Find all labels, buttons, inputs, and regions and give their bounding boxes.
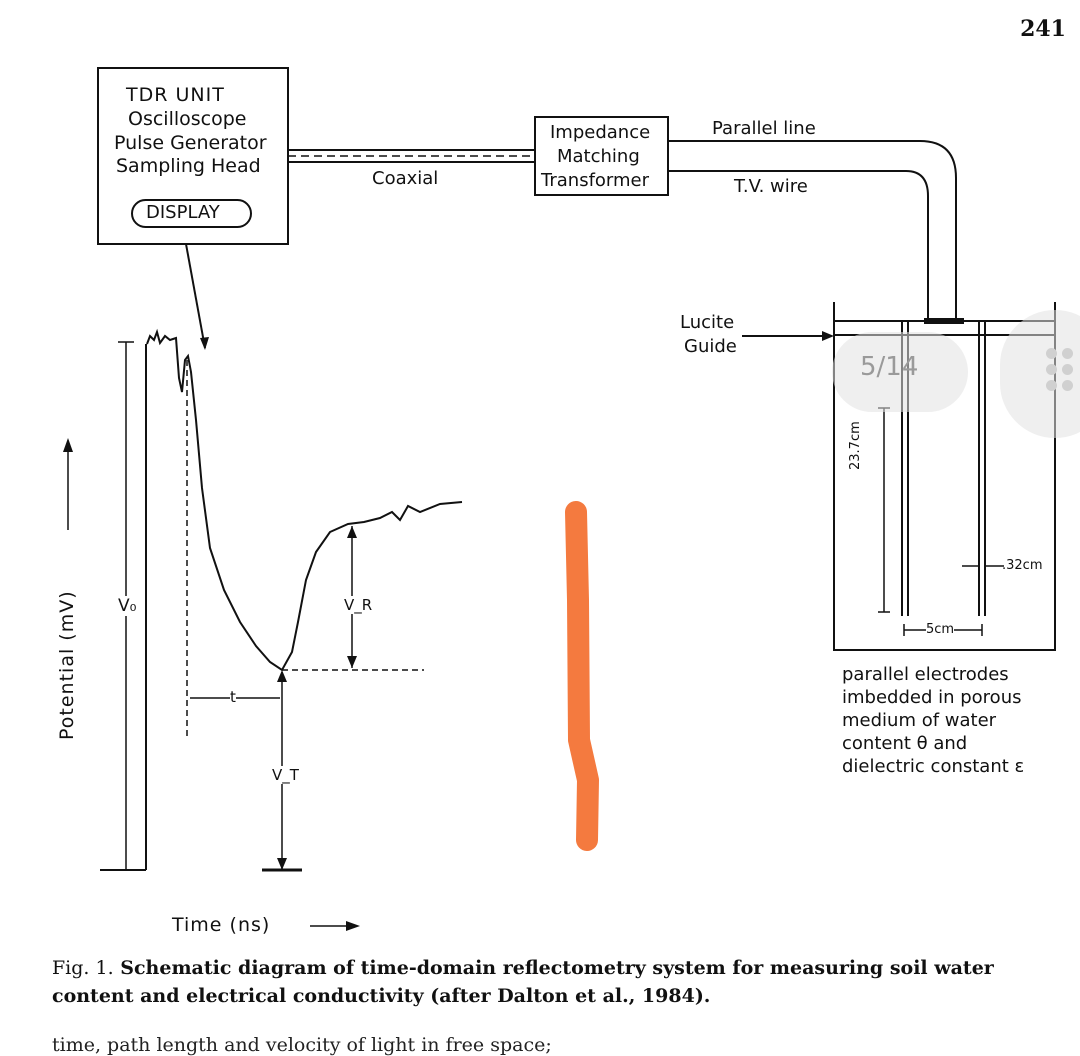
more-options-dot xyxy=(1062,380,1073,391)
container-outline xyxy=(833,302,1056,651)
tdr-unit-sampling-head: Sampling Head xyxy=(116,155,261,177)
vt-label: V_T xyxy=(272,766,299,784)
figure-caption: Fig. 1. Schematic diagram of time-domain… xyxy=(52,954,1072,1010)
parallel-line-inner xyxy=(668,170,929,322)
tdr-unit-pulse-generator: Pulse Generator xyxy=(114,132,267,154)
more-options-button[interactable] xyxy=(1000,310,1080,438)
tdr-waveform xyxy=(146,328,463,672)
v0-label: V₀ xyxy=(118,596,137,616)
more-options-dot xyxy=(1046,380,1057,391)
figure-caption-text: Schematic diagram of time-domain reflect… xyxy=(52,957,994,1007)
medium-line-5: dielectric constant ε xyxy=(842,756,1025,777)
figure-caption-label: Fig. 1. xyxy=(52,957,114,979)
electrode-length-label: 23.7cm xyxy=(848,421,863,470)
electrode-diameter-label: .32cm xyxy=(1002,558,1043,573)
medium-line-1: parallel electrodes xyxy=(842,664,1009,685)
transformer-box xyxy=(534,116,669,196)
transformer-label-3: Transformer xyxy=(541,170,650,191)
page-indicator-badge[interactable] xyxy=(832,332,968,412)
display-pointer xyxy=(185,243,206,349)
guide-label: Guide xyxy=(684,336,737,357)
body-text-partial: time, path length and velocity of light … xyxy=(52,1034,552,1056)
tdr-unit-oscilloscope: Oscilloscope xyxy=(128,108,247,130)
more-options-icon xyxy=(1046,348,1057,359)
lucite-label: Lucite xyxy=(680,312,735,333)
more-options-dot xyxy=(1046,364,1057,375)
transformer-label-2: Matching xyxy=(557,146,640,167)
highlight-annotation-stroke xyxy=(565,501,599,851)
parallel-line-outer xyxy=(668,140,957,322)
parallel-line-label: Parallel line xyxy=(712,118,816,139)
page-number: 241 xyxy=(1020,16,1066,42)
page-indicator-text: 5/14 xyxy=(860,352,919,382)
display-badge xyxy=(131,199,252,228)
medium-line-2: imbedded in porous xyxy=(842,687,1022,708)
tv-wire-label: T.V. wire xyxy=(734,176,808,197)
medium-line-4: content θ and xyxy=(842,733,968,754)
coaxial-label: Coaxial xyxy=(372,168,439,189)
y-axis-label: Potential (mV) xyxy=(56,590,78,740)
vr-label: V_R xyxy=(344,596,373,614)
x-axis-label: Time (ns) xyxy=(172,914,271,936)
t-label: t xyxy=(230,688,236,706)
electrode-gap-label: 5cm xyxy=(926,622,955,637)
medium-line-3: medium of water xyxy=(842,710,997,731)
transformer-label-1: Impedance xyxy=(550,122,651,143)
more-options-dot xyxy=(1062,364,1073,375)
tdr-unit-title: TDR UNIT xyxy=(126,84,225,106)
more-options-dot xyxy=(1062,348,1073,359)
display-label: DISPLAY xyxy=(146,202,220,223)
